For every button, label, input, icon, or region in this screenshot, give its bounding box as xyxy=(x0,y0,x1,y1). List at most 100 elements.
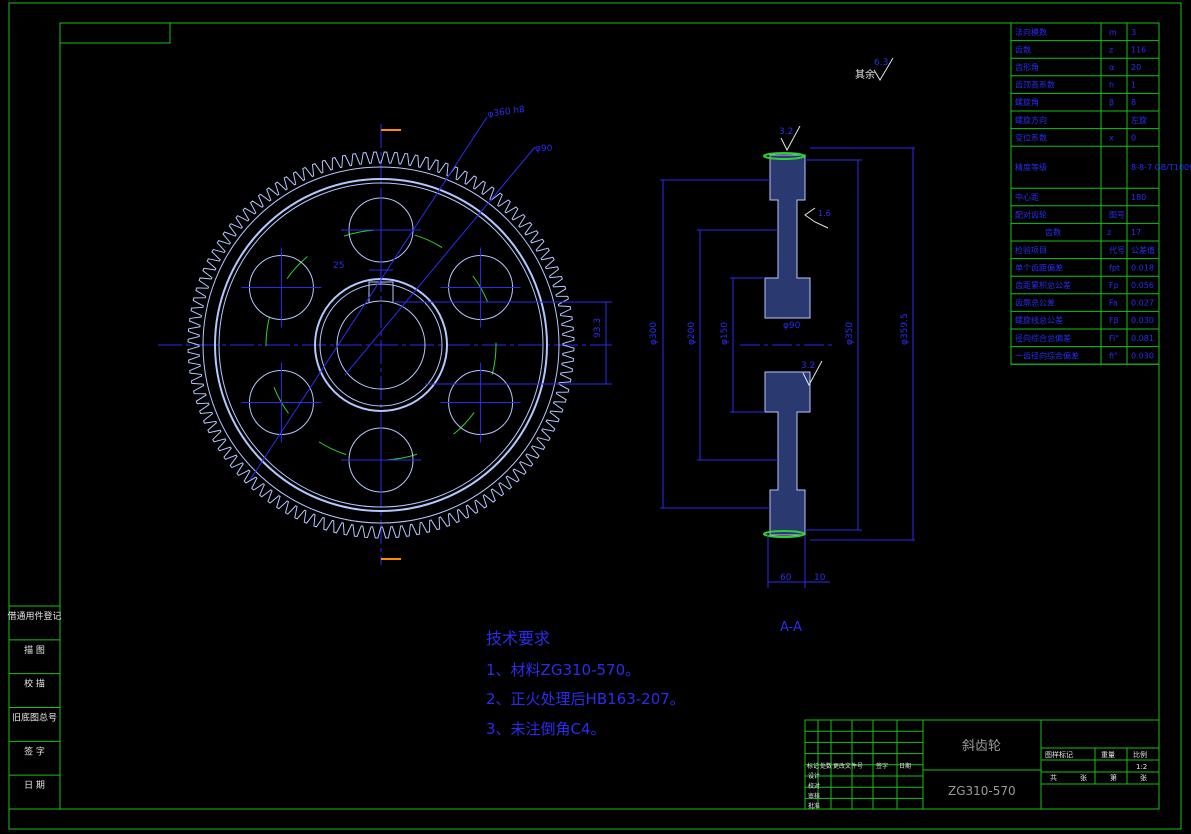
param-table-cell: 180 xyxy=(1131,193,1146,202)
top-left-code-box xyxy=(59,22,171,44)
tb-header-mark: 图样标记 xyxy=(1045,750,1073,759)
param-table-cell: 图号 xyxy=(1109,211,1125,220)
general-roughness-note: 其余 6.3 xyxy=(855,57,894,81)
lightening-holes xyxy=(241,190,521,500)
dim-outer-diameter: φ360 h8 xyxy=(487,105,526,120)
dim-width-a: 60 xyxy=(780,573,792,583)
section-view: φ300 φ200 φ150 φ90 φ350 φ359.5 60 10 3.2… xyxy=(649,125,915,635)
dim-width-b: 10 xyxy=(814,573,826,583)
tb-column-label: 签字 xyxy=(876,762,888,770)
param-table-cell: Fa xyxy=(1109,299,1118,308)
param-table-cell: 径向综合总偏差 xyxy=(1015,333,1071,343)
tb-header-scale: 比例 xyxy=(1133,750,1147,759)
param-table-cell: 0.018 xyxy=(1131,263,1154,272)
param-table-cell: z xyxy=(1109,45,1113,54)
tb-column-label: 日期 xyxy=(899,762,911,770)
section-label: A-A xyxy=(780,620,802,635)
tech-item-1: 1、材料ZG310-570。 xyxy=(486,661,640,679)
tooth-tip-top xyxy=(763,152,805,160)
param-table-cell: 中心距 xyxy=(1015,192,1039,202)
side-stamp-label: 校 描 xyxy=(24,678,45,690)
param-table-cell: 齿数 xyxy=(1015,44,1031,54)
roughness-note-symbol xyxy=(873,57,894,81)
part-name: 斜齿轮 xyxy=(962,739,1001,754)
dim-d1: φ300 xyxy=(649,322,659,345)
param-table-cell: 17 xyxy=(1131,228,1141,237)
title-block: 标记处数更改文件号签字日期设计校对审核批准 斜齿轮 ZG310-570 图样标记… xyxy=(804,719,1160,810)
side-stamp-label: 日 期 xyxy=(24,780,45,791)
param-table-cell: 1 xyxy=(1131,81,1136,90)
param-table-cell: α xyxy=(1109,63,1114,72)
param-table-cell: 代号 xyxy=(1109,245,1125,255)
param-table-cell: 齿顶高系数 xyxy=(1015,80,1055,90)
param-table-cell: 0.030 xyxy=(1131,351,1154,360)
param-table-cell: h xyxy=(1109,81,1114,90)
side-stamp-label: 签 字 xyxy=(24,745,45,757)
param-table-cell: 8-8-7 GB/T10095.1-2008 xyxy=(1131,163,1191,172)
param-table-cell: 0.030 xyxy=(1131,316,1154,325)
param-table-cell: Fp xyxy=(1109,281,1119,290)
tb-sheet-4: 张 xyxy=(1140,773,1147,782)
tech-item-2: 2、正火处理后HB163-207。 xyxy=(486,690,685,708)
roughness-symbol-top xyxy=(780,125,801,152)
tb-column-label: 更改文件号 xyxy=(833,762,863,770)
rim-inner-circle-2 xyxy=(218,182,544,508)
side-stamp-label: 旧底图总号 xyxy=(12,712,57,724)
param-table-cell: 齿距累积总公差 xyxy=(1015,280,1071,290)
roughness-note-prefix: 其余 xyxy=(855,68,875,81)
side-stamp-label: 借通用件登记 xyxy=(7,610,61,622)
front-view: φ360 h8 φ90 25 93.3 xyxy=(158,105,612,565)
param-table-cell: 一齿径向综合偏差 xyxy=(1015,350,1079,360)
param-table-cell: fpt xyxy=(1109,263,1120,272)
param-table-cell: 齿廓总公差 xyxy=(1015,298,1055,308)
leader-outer-diameter xyxy=(249,116,488,481)
dim-bore: φ90 xyxy=(535,144,553,154)
param-table-cell: m xyxy=(1109,28,1117,37)
param-table-cell: Fβ xyxy=(1109,316,1119,325)
tooth-tip-bottom xyxy=(763,530,805,538)
roughness-note-value: 6.3 xyxy=(874,58,888,68)
tb-role-label: 校对 xyxy=(808,782,820,790)
param-table-cell: 0 xyxy=(1131,133,1136,142)
param-table-cell: 0.027 xyxy=(1131,299,1154,308)
param-table-cell: 8 xyxy=(1131,98,1136,107)
dim-d6: φ359.5 xyxy=(900,313,910,345)
tb-sheet-1: 共 xyxy=(1050,773,1057,782)
roughness-symbol-mid xyxy=(802,360,823,387)
title-block-grid: 标记处数更改文件号签字日期设计校对审核批准 xyxy=(804,720,924,810)
param-table-cell: 精度等级 xyxy=(1015,162,1047,172)
inner-border xyxy=(59,22,1160,810)
param-table-cell: 配对齿轮 xyxy=(1015,210,1047,220)
param-table-cell: 20 xyxy=(1131,63,1141,72)
param-table-cell: 齿数 xyxy=(1045,227,1061,237)
param-table-cell: 螺旋线总公差 xyxy=(1015,315,1063,325)
param-table-cell: 检验项目 xyxy=(1015,245,1047,255)
tb-role-label: 设计 xyxy=(808,772,820,780)
bore-circle xyxy=(336,300,426,390)
section-upper-body xyxy=(764,154,811,319)
keyway xyxy=(368,281,394,302)
rim-inner-circle xyxy=(214,178,548,512)
tech-item-3: 3、未注倒角C4。 xyxy=(486,720,606,738)
dim-d2: φ200 xyxy=(687,322,697,345)
gear-teeth-outline xyxy=(187,151,575,539)
param-table-cell: 116 xyxy=(1131,45,1146,54)
param-table-cell: 螺旋方向 xyxy=(1015,115,1047,125)
technical-requirements: 技术要求 1、材料ZG310-570。 2、正火处理后HB163-207。 3、… xyxy=(486,629,685,738)
dim-keyway-height: 93.3 xyxy=(593,318,603,338)
root-circle xyxy=(202,166,560,524)
tb-header-weight: 重量 xyxy=(1101,751,1115,759)
param-table-cell: 螺旋角 xyxy=(1015,97,1039,107)
outer-border xyxy=(8,2,1182,830)
param-table-cell: Fi" xyxy=(1109,334,1119,343)
param-table-cell: 0.081 xyxy=(1131,334,1154,343)
param-table-cell: 单个齿距偏差 xyxy=(1015,262,1063,272)
dim-keyway-width: 25 xyxy=(333,261,344,271)
param-table-cell: 3 xyxy=(1131,28,1136,37)
hole-pitch-circle xyxy=(265,229,497,461)
param-table-cell: x xyxy=(1109,133,1114,142)
param-table-cell: 0.056 xyxy=(1131,281,1154,290)
